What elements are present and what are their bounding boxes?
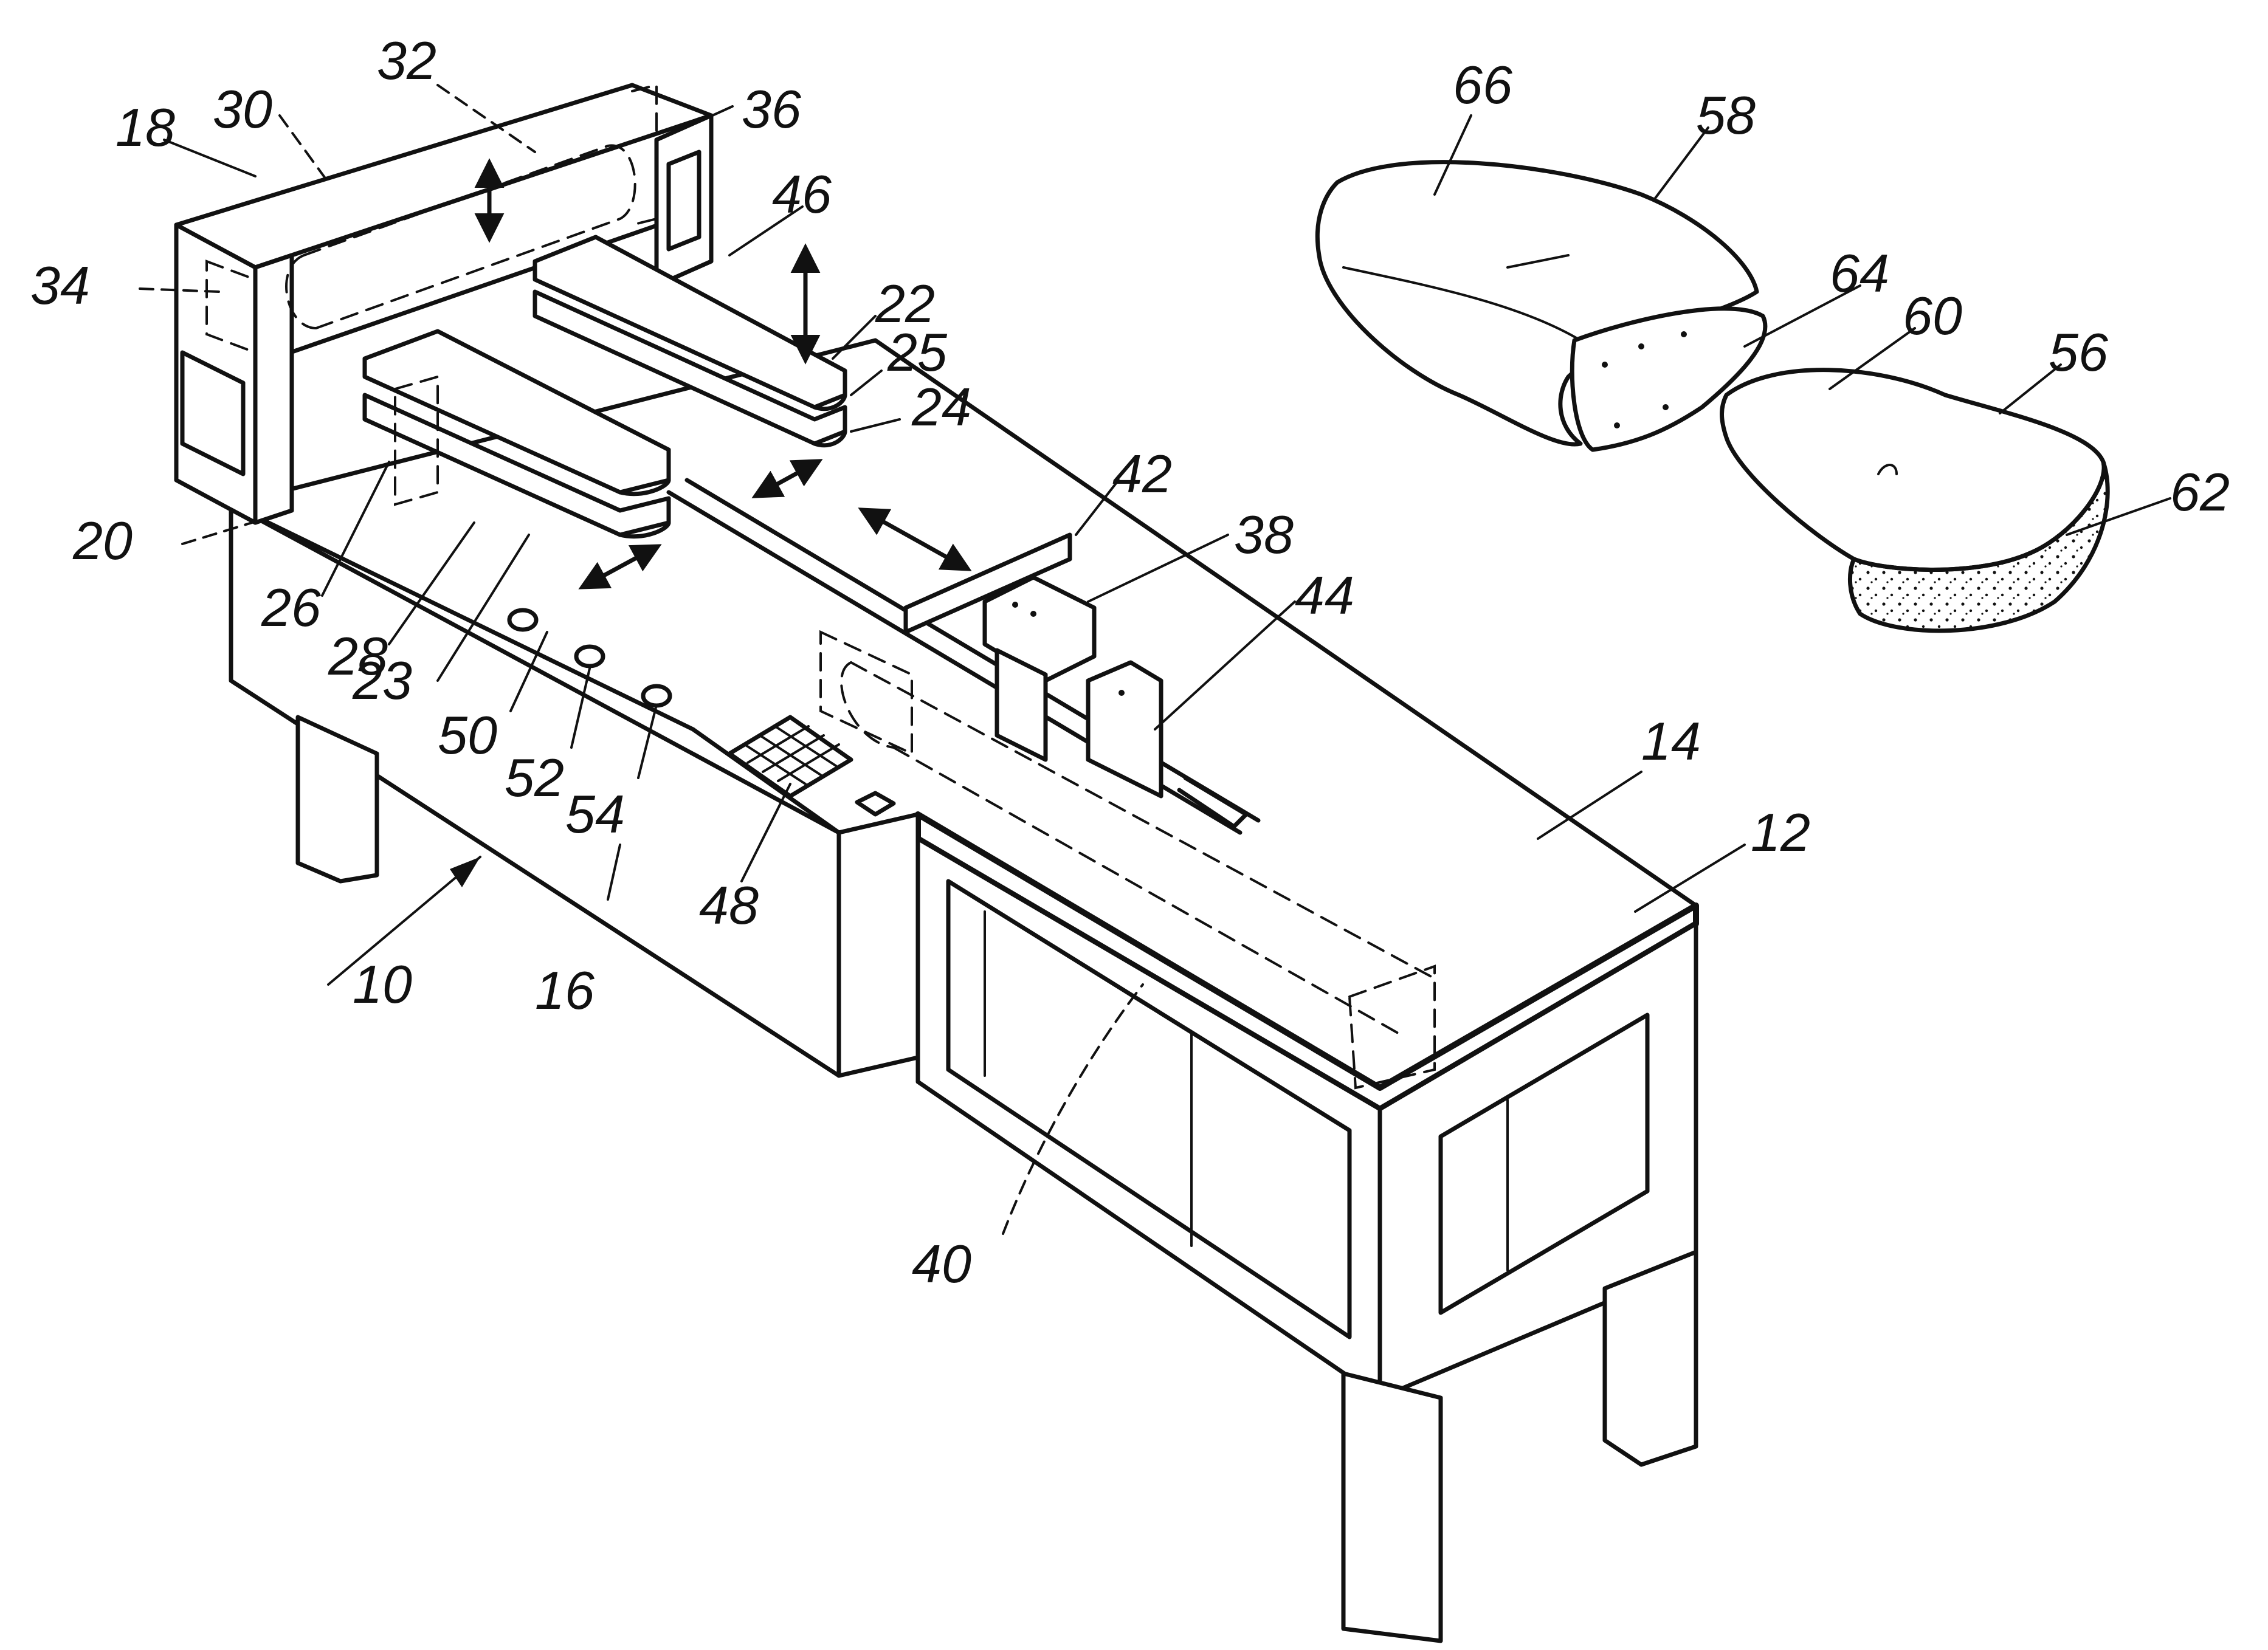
label-10: 10 [353, 954, 412, 1014]
label-62: 62 [2170, 462, 2230, 522]
button-54[interactable] [643, 686, 670, 706]
label-36: 36 [742, 79, 801, 139]
seat-cover [1317, 162, 1765, 450]
label-46: 46 [772, 164, 832, 224]
button-52[interactable] [576, 647, 603, 666]
seat-cushion [1722, 370, 2108, 631]
label-38: 38 [1234, 504, 1294, 565]
frame-left-post [176, 225, 255, 523]
label-54: 54 [565, 784, 625, 844]
label-44: 44 [1295, 565, 1354, 625]
label-25: 25 [887, 322, 948, 382]
frame-right-post [657, 115, 711, 286]
label-34: 34 [30, 255, 90, 315]
label-12: 12 [1751, 802, 1810, 862]
label-42: 42 [1112, 444, 1172, 504]
label-40: 40 [912, 1234, 971, 1294]
label-28: 28 [328, 626, 388, 686]
label-20: 20 [72, 510, 133, 571]
leg-back-right [1605, 1252, 1696, 1465]
label-58: 58 [1696, 85, 1756, 145]
label-66: 66 [1453, 55, 1512, 115]
label-18: 18 [115, 97, 175, 157]
frame-left-post-front [255, 255, 292, 523]
label-48: 48 [699, 875, 759, 935]
label-64: 64 [1830, 243, 1889, 303]
label-50: 50 [438, 705, 497, 765]
label-26: 26 [261, 577, 321, 638]
button-50[interactable] [509, 610, 536, 630]
seat-cushion-56-60 [1722, 370, 2104, 570]
label-16: 16 [535, 960, 595, 1020]
label-52: 52 [505, 748, 564, 808]
label-24: 24 [911, 377, 971, 437]
label-56: 56 [2049, 322, 2108, 382]
label-32: 32 [377, 30, 436, 91]
leg-front-right [1343, 1373, 1441, 1641]
label-14: 14 [1641, 711, 1701, 771]
machine-base [231, 340, 1696, 1641]
label-60: 60 [1903, 286, 1962, 346]
label-30: 30 [213, 79, 272, 139]
control-box-side [839, 814, 918, 1076]
